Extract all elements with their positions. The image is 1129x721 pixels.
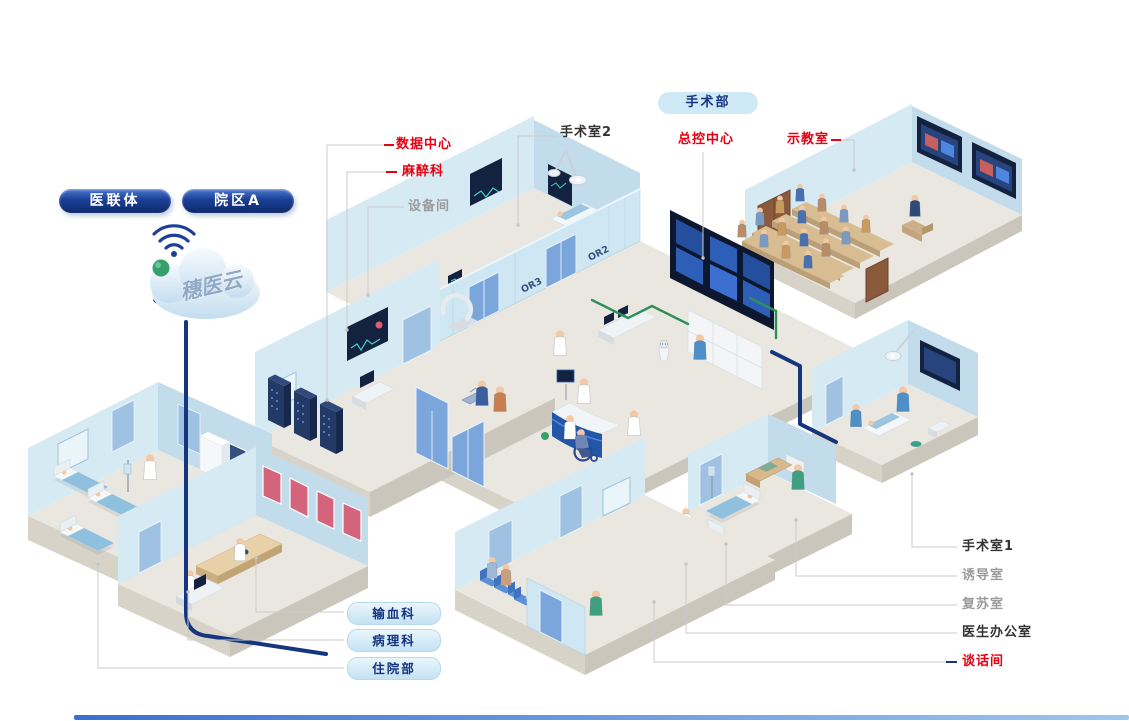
- label-talk-room: 谈话间: [962, 654, 1005, 669]
- cable-control-to-or1: [770, 350, 838, 444]
- talk-room-door: [539, 589, 563, 644]
- cable-cloud-to-wards: [184, 320, 328, 656]
- anesthesia-monitor-wall: [347, 307, 388, 361]
- label-anesthesiology: 麻醉科: [402, 164, 445, 179]
- ward-door-right: [177, 403, 201, 455]
- surgical-light: [547, 149, 587, 186]
- label-demo-room: 示教室: [787, 132, 830, 147]
- stool: [910, 441, 922, 447]
- cloud-logo-sphere: [152, 259, 170, 277]
- demo-front-door: [865, 257, 889, 303]
- iv-stand: [123, 460, 132, 492]
- label-or2: 手术室2: [560, 125, 613, 140]
- or1-wall-screen: [920, 340, 960, 391]
- label-recovery: 复苏室: [962, 597, 1005, 612]
- wing-door: [402, 305, 432, 365]
- exam-table: [745, 457, 793, 488]
- bay-door: [699, 453, 723, 506]
- cable-green-corridor: [590, 298, 690, 326]
- c-arm-machine: [440, 293, 478, 331]
- plant: [541, 432, 549, 440]
- pill-medical-consortium: 医联体: [59, 189, 171, 213]
- network-cables: [184, 296, 838, 656]
- lab-door: [138, 520, 162, 574]
- office-window: [602, 476, 631, 517]
- demo-screen-2: [972, 142, 1016, 199]
- demo-screen-1: [917, 116, 962, 173]
- label-doctor-office: 医生办公室: [962, 625, 1033, 640]
- or-corridor-wall: OR3 OR2: [431, 188, 641, 346]
- wheelchair-patient: [563, 415, 598, 462]
- control-screen-wall: [670, 210, 774, 330]
- surgical-light-or1: [884, 329, 915, 362]
- label-data-center: 数据中心: [396, 137, 453, 152]
- or1-door: [825, 375, 844, 426]
- operating-table-or1: [861, 411, 912, 437]
- label-master-control: 总控中心: [678, 132, 735, 147]
- bottom-accent-bar: [74, 715, 1129, 720]
- reception-screen: [556, 369, 575, 383]
- server-rack: [320, 400, 343, 454]
- leader-lines: [96, 135, 957, 669]
- corridor-items: [415, 330, 641, 488]
- pill-blood-transfusion: 输血科: [347, 602, 441, 625]
- server-rack: [268, 374, 291, 428]
- cable-green-control: [748, 296, 778, 340]
- or-wall-screen-1: [470, 158, 502, 206]
- server-rack: [294, 387, 317, 441]
- iv-stand: [707, 465, 716, 498]
- wifi-icon: [152, 224, 196, 257]
- ward-door-left: [111, 399, 135, 453]
- pathology-boards: [262, 465, 362, 542]
- label-induction: 诱导室: [962, 568, 1005, 583]
- label-or1: 手术室1: [962, 539, 1015, 554]
- room-master-control: [580, 210, 774, 390]
- pill-surgery-dept: 手术部: [658, 92, 758, 114]
- control-lockers: [687, 309, 763, 390]
- room-office-block: [455, 437, 775, 675]
- cloud-group: 穗医云: [150, 224, 260, 319]
- or1-cart: [927, 420, 952, 438]
- service-robot: [658, 340, 670, 362]
- pill-pathology: 病理科: [347, 629, 441, 652]
- label-equipment-room: 设备间: [408, 199, 451, 214]
- demo-lectern: [902, 220, 933, 242]
- pill-campus-a: 院区A: [182, 189, 294, 213]
- anesthesia-workstation: [351, 370, 395, 410]
- office-door-2: [559, 484, 583, 539]
- pill-inpatient: 住院部: [347, 657, 441, 680]
- room-demo: [737, 104, 1022, 319]
